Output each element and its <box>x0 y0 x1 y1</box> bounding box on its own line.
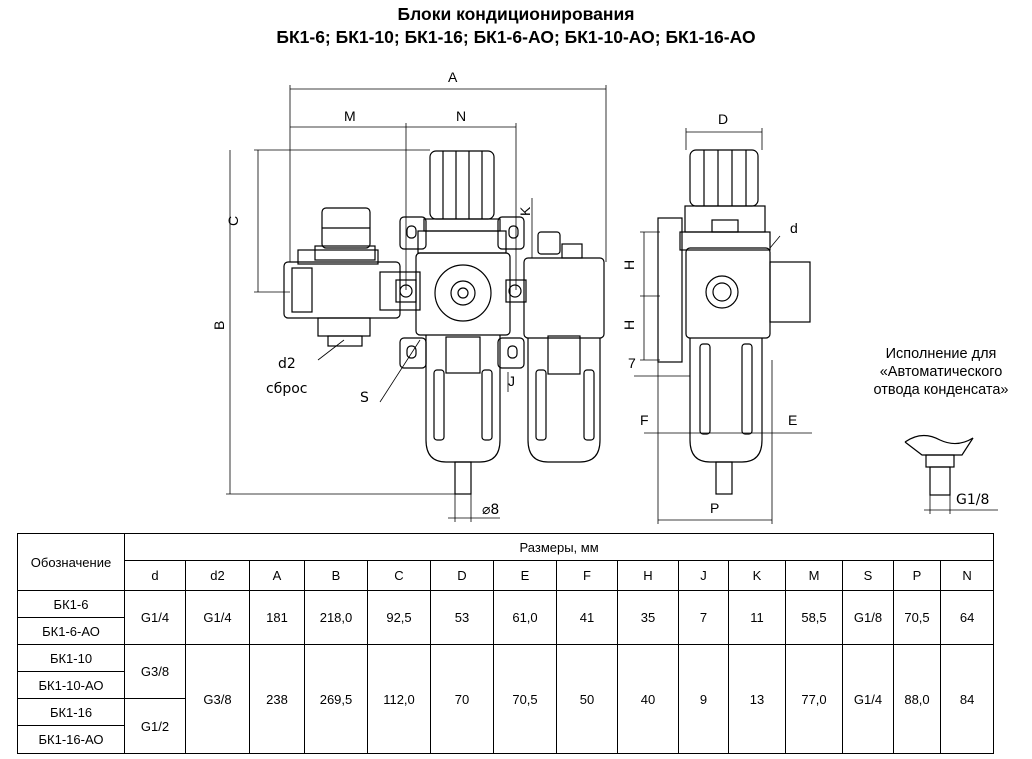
table-row: БК1-16-АО <box>17 725 994 754</box>
value-cell: G1/4 <box>842 644 894 754</box>
model-cell: БК1-10-АО <box>17 671 125 699</box>
column-header: H <box>617 560 679 591</box>
model-cell: БК1-10 <box>17 644 125 672</box>
dim-label-D: D <box>718 111 728 127</box>
value-cell: 11 <box>728 590 786 645</box>
auto-drain-detail <box>904 434 974 496</box>
value-cell: G1/2 <box>124 698 186 754</box>
designation-header: Обозначение <box>17 533 125 591</box>
note-line-1: Исполнение для <box>885 346 997 362</box>
note-line-2: «Автоматического <box>879 364 1003 380</box>
column-header: M <box>785 560 843 591</box>
lubricator <box>523 231 605 463</box>
sizes-header: Размеры, мм <box>123 533 995 561</box>
value-cell: 112,0 <box>367 644 431 754</box>
column-header: d2 <box>185 560 250 591</box>
dim-label-G18: G1/8 <box>956 492 989 508</box>
column-header: A <box>249 560 305 591</box>
table-row: БК1-6 G1/4 G1/4 181 218,0 92,5 53 61,0 4… <box>17 590 995 645</box>
column-header: J <box>678 560 729 591</box>
dim-label-F: F <box>640 412 649 428</box>
value-cell: 84 <box>939 644 995 754</box>
column-header: E <box>493 560 557 591</box>
dim-label-H-upper: H <box>621 260 637 270</box>
dim-label-C: C <box>225 216 241 226</box>
value-cell: 77,0 <box>785 644 843 754</box>
column-header: S <box>842 560 894 591</box>
column-header: F <box>556 560 618 591</box>
note-line-3: отвода конденсата» <box>873 382 1009 398</box>
value-cell: 9 <box>678 644 729 754</box>
value-cell: 181 <box>249 590 305 645</box>
value-cell: 92,5 <box>367 590 431 645</box>
value-cell: G1/4 <box>124 590 186 645</box>
technical-drawing: A M N C B K D d H H 7 F E P J S d2 сброс… <box>211 69 998 524</box>
dim-label-H-lower: H <box>621 320 637 330</box>
value-cell: 40 <box>617 644 679 754</box>
dim-label-E: E <box>788 412 797 428</box>
model-cell: БК1-16-АО <box>17 725 125 754</box>
dim-label-J: J <box>508 373 515 389</box>
value-cell: 41 <box>556 590 618 645</box>
filter-regulator <box>399 150 525 495</box>
dim-label-P: P <box>710 500 719 516</box>
auto-drain-note: Исполнение для «Автоматического отвода к… <box>853 345 1029 399</box>
model-cell: БК1-6-АО <box>17 617 125 645</box>
dimensions-table: Обозначение Размеры, мм d d2 A B C D E F… <box>17 533 995 754</box>
table-row: БК1-10-АО <box>17 671 994 699</box>
column-header: d <box>124 560 186 591</box>
model-cell: БК1-6 <box>17 590 125 618</box>
dim-label-N: N <box>456 108 466 124</box>
side-view <box>657 149 811 495</box>
dim-label-S: S <box>360 390 369 406</box>
value-cell: 70,5 <box>893 590 941 645</box>
document-subtitle: БК1-6; БК1-10; БК1-16; БК1-6-АО; БК1-10-… <box>276 27 756 47</box>
dim-label-7: 7 <box>628 355 636 371</box>
column-header-row: d d2 A B C D E F H J K M S P N <box>18 560 995 591</box>
dim-label-d2: d2 <box>278 356 296 372</box>
column-header: N <box>939 560 995 591</box>
value-cell: 269,5 <box>304 644 368 754</box>
value-cell: G1/8 <box>842 590 894 645</box>
dim-label-sbros: сброс <box>266 381 307 397</box>
column-header: K <box>728 560 786 591</box>
value-cell: 58,5 <box>785 590 843 645</box>
column-header: B <box>304 560 368 591</box>
value-cell: 238 <box>249 644 305 754</box>
value-cell: 50 <box>556 644 618 754</box>
value-cell: 7 <box>678 590 729 645</box>
column-header: D <box>430 560 494 591</box>
dim-label-K: K <box>517 206 533 216</box>
dim-label-d: d <box>790 220 798 236</box>
document-title: Блоки кондиционирования <box>397 4 635 24</box>
dim-label-B: B <box>211 321 227 330</box>
value-cell: G3/8 <box>124 644 186 699</box>
column-header: C <box>367 560 431 591</box>
value-cell: 218,0 <box>304 590 368 645</box>
value-cell: 13 <box>728 644 786 754</box>
value-cell: G1/4 <box>185 590 250 645</box>
dim-label-phi8: ⌀8 <box>482 502 499 518</box>
value-cell: G3/8 <box>185 644 250 754</box>
value-cell: 70 <box>430 644 494 754</box>
model-cell: БК1-16 <box>17 698 125 726</box>
value-cell: 53 <box>430 590 494 645</box>
table-row: БК1-16 G1/2 <box>17 698 994 754</box>
value-cell: 64 <box>939 590 995 645</box>
dim-label-A: A <box>448 69 458 85</box>
value-cell: 35 <box>617 590 679 645</box>
table-row: БК1-10 G3/8 G3/8 238 269,5 112,0 70 70,5… <box>17 644 995 754</box>
value-cell: 88,0 <box>893 644 941 754</box>
value-cell: 61,0 <box>493 590 557 645</box>
connecting-bar <box>395 279 527 303</box>
value-cell: 70,5 <box>493 644 557 754</box>
dim-label-M: M <box>344 108 356 124</box>
column-header: P <box>893 560 941 591</box>
